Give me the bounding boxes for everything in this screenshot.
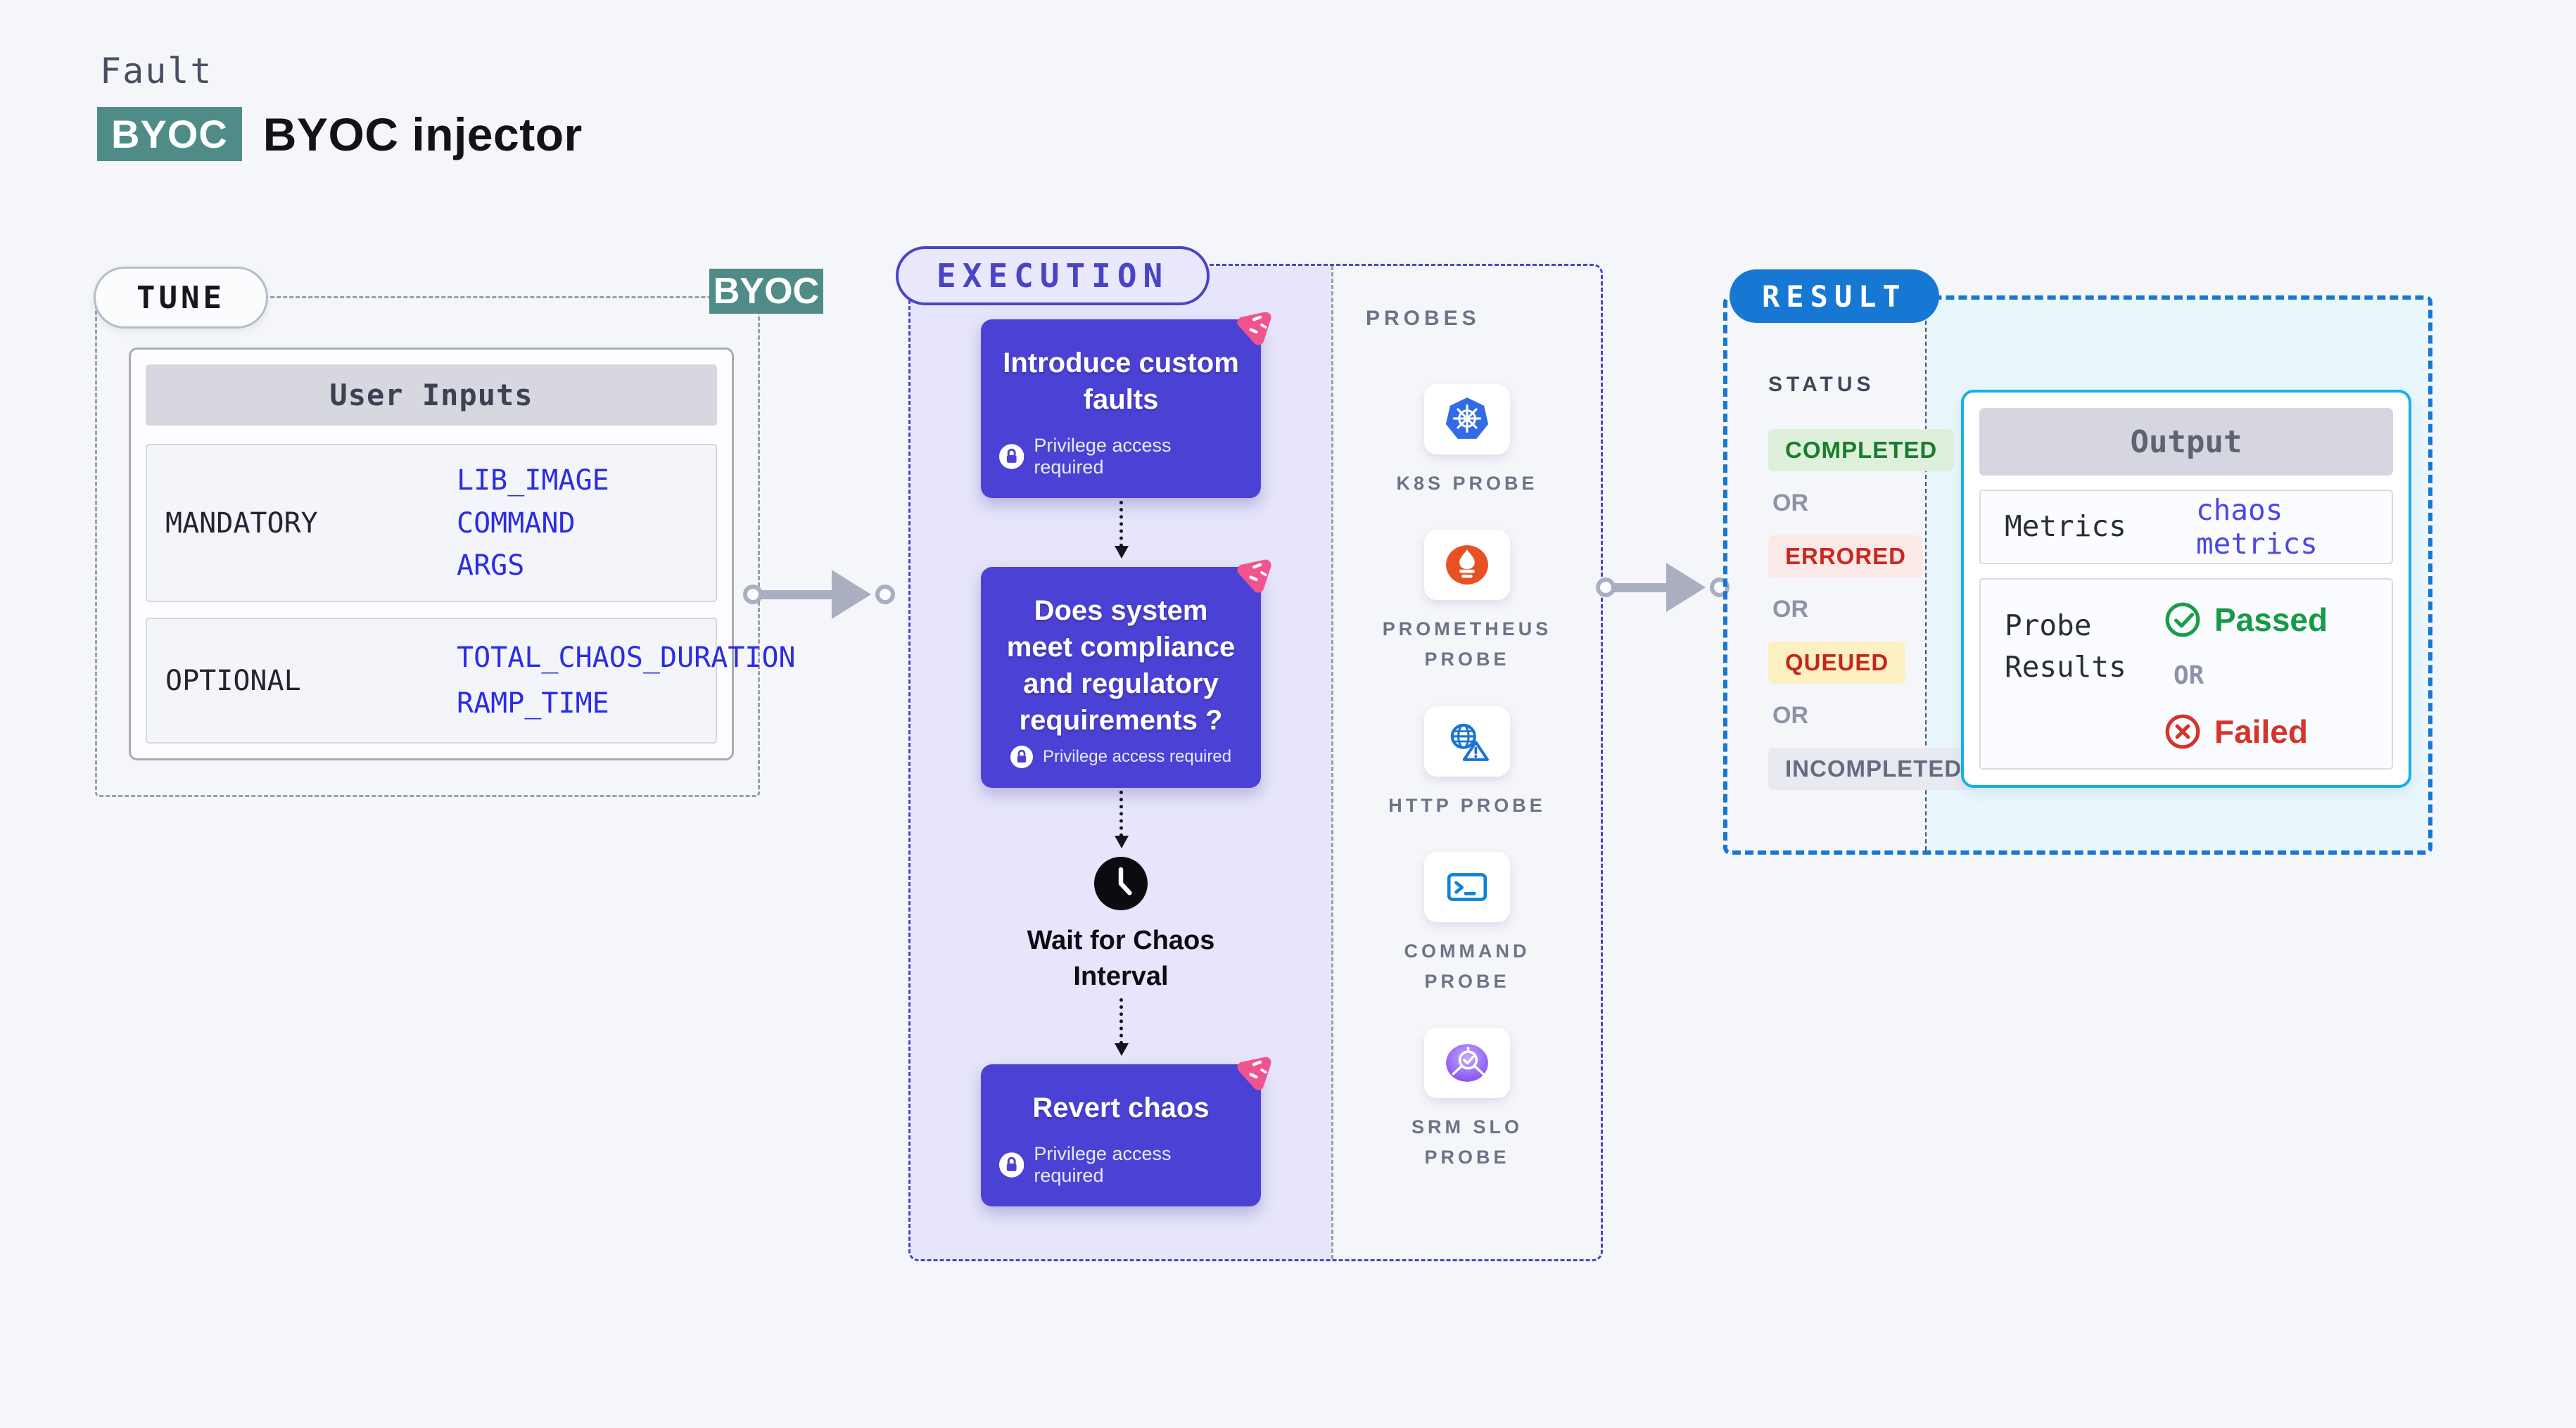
- privilege-note: Privilege access required: [1034, 1142, 1172, 1186]
- user-inputs-header: User Inputs: [146, 364, 717, 426]
- or-label: OR: [1772, 596, 1808, 623]
- probe-item-k8s: K8S PROBE: [1396, 384, 1537, 499]
- status-badge-incompleted: INCOMPLETED: [1768, 748, 1979, 790]
- mandatory-values: LIB_IMAGE COMMAND ARGS: [457, 445, 716, 601]
- privilege-note: Privilege access required: [1042, 747, 1232, 766]
- arrow-shaft: [761, 589, 834, 599]
- tune-corner-byoc-badge: BYOC: [709, 269, 823, 314]
- execution-pill: EXECUTION: [896, 246, 1210, 305]
- optional-values: TOTAL_CHAOS_DURATION RAMP_TIME: [457, 619, 796, 742]
- arrow-head-icon: [832, 570, 871, 619]
- step-card-compliance-check: Does system meet compliance and regulato…: [981, 559, 1271, 788]
- prometheus-icon: [1446, 545, 1488, 585]
- flow-arrow-execution-to-result: [1596, 563, 1730, 612]
- step-card-revert-chaos: Revert chaos Privilege access required: [981, 1057, 1271, 1206]
- check-circle-icon: [2165, 602, 2200, 637]
- probe-label: PROMETHEUS PROBE: [1382, 618, 1552, 670]
- wait-for-chaos-block: Wait for Chaos Interval: [1008, 857, 1233, 995]
- step-title: Revert chaos: [1032, 1092, 1210, 1123]
- probe-label: COMMAND PROBE: [1404, 940, 1530, 992]
- probe-results-values: Passed OR Failed: [2157, 580, 2328, 768]
- dotted-connector-arrow: [1114, 997, 1129, 1056]
- input-value-lib-image: LIB_IMAGE: [457, 464, 609, 497]
- probe-results-label: Probe Results: [2005, 608, 2126, 684]
- wait-label: Wait for Chaos Interval: [1027, 926, 1215, 992]
- probes-heading: PROBES: [1366, 307, 1480, 330]
- chaos-pink-icon: [1237, 559, 1271, 593]
- lock-icon: [999, 1152, 1024, 1178]
- execution-probes-divider: [1331, 266, 1333, 1259]
- arrow-head-icon: [1666, 563, 1706, 612]
- arrow-shaft: [1613, 582, 1668, 592]
- probe-results-row: Probe Results Passed OR: [1979, 578, 2393, 770]
- input-row-mandatory: MANDATORY LIB_IMAGE COMMAND ARGS: [146, 444, 717, 603]
- status-heading: STATUS: [1768, 373, 1875, 396]
- execution-probes-region: Introduce custom faults Privilege access…: [908, 264, 1603, 1261]
- arrow-start-ring: [743, 585, 763, 604]
- input-value-command: COMMAND: [457, 506, 576, 540]
- input-row-optional: OPTIONAL TOTAL_CHAOS_DURATION RAMP_TIME: [146, 618, 796, 744]
- tune-section-box: [95, 296, 760, 797]
- input-value-args: ARGS: [457, 549, 525, 582]
- input-value-total-chaos-duration: TOTAL_CHAOS_DURATION: [457, 641, 796, 674]
- optional-label: OPTIONAL: [165, 664, 301, 697]
- input-value-ramp-time: RAMP_TIME: [457, 687, 609, 720]
- status-badge-completed: COMPLETED: [1768, 429, 1955, 471]
- privilege-note: Privilege access required: [1034, 435, 1172, 478]
- result-region: STATUS COMPLETED OR ERRORED OR QUEUED OR…: [1723, 295, 2432, 855]
- metrics-row: Metrics chaos metrics: [1979, 490, 2393, 564]
- status-badge-queued: QUEUED: [1768, 642, 1906, 684]
- user-inputs-card: User Inputs MANDATORY LIB_IMAGE COMMAND …: [129, 348, 796, 760]
- metrics-label: Metrics: [2005, 509, 2126, 544]
- or-label: OR: [1772, 490, 1808, 516]
- step-title: Introduce custom faults: [1003, 348, 1239, 415]
- probe-label: SRM SLO PROBE: [1411, 1116, 1523, 1168]
- step-card-introduce-faults: Introduce custom faults Privilege access…: [981, 312, 1271, 498]
- clock-icon: [1094, 857, 1148, 910]
- flow-arrow-tune-to-execution: [743, 570, 895, 619]
- output-card: Output Metrics chaos metrics Probe Resul…: [1961, 390, 2411, 788]
- mandatory-label: MANDATORY: [165, 506, 318, 540]
- failed-label: Failed: [2214, 713, 2308, 750]
- lock-icon: [1010, 746, 1033, 768]
- lock-icon: [999, 444, 1024, 469]
- step-title: Does system meet compliance and regulato…: [1006, 595, 1236, 736]
- or-label: OR: [2174, 661, 2204, 690]
- terminal-icon: [1447, 872, 1487, 901]
- dotted-connector-arrow: [1114, 791, 1129, 848]
- or-label: OR: [1772, 702, 1808, 729]
- cross-circle-icon: [2165, 714, 2200, 749]
- metrics-value: chaos metrics: [2196, 493, 2318, 561]
- probe-item-http: HTTP PROBE: [1388, 706, 1546, 821]
- arrow-end-ring: [875, 585, 895, 604]
- result-pill: RESULT: [1730, 269, 1939, 323]
- tune-pill: TUNE: [94, 267, 268, 329]
- probe-label: HTTP PROBE: [1388, 794, 1546, 816]
- passed-label: Passed: [2214, 601, 2328, 638]
- probe-item-command: COMMAND PROBE: [1369, 851, 1566, 997]
- fault-category-label: Fault: [100, 51, 213, 91]
- verdict-passed: Passed: [2164, 601, 2328, 639]
- page-title: BYOC injector: [262, 108, 583, 160]
- probe-item-srm-slo: SRM SLO PROBE: [1369, 1028, 1566, 1173]
- byoc-badge: BYOC: [97, 107, 242, 161]
- probe-label: K8S PROBE: [1396, 473, 1538, 494]
- execution-lane: Introduce custom faults Privilege access…: [911, 266, 1331, 1259]
- probes-list: K8S PROBE PROMETHEUS PROBE: [1333, 384, 1601, 1204]
- dotted-connector-arrow: [1114, 501, 1129, 559]
- probes-panel: PROBES: [1333, 266, 1601, 1259]
- chaos-pink-icon: [1237, 1057, 1271, 1090]
- http-globe-icon: [1450, 723, 1489, 761]
- verdict-failed: Failed: [2164, 713, 2328, 751]
- arrow-start-ring: [1596, 578, 1616, 597]
- status-badge-errored: ERRORED: [1768, 535, 1924, 578]
- status-column: STATUS COMPLETED OR ERRORED OR QUEUED OR…: [1727, 300, 1979, 790]
- probe-item-prometheus: PROMETHEUS PROBE: [1369, 530, 1566, 675]
- srm-slo-icon: [1446, 1044, 1488, 1082]
- chaos-pink-icon: [1237, 312, 1271, 345]
- kubernetes-icon: [1445, 397, 1489, 439]
- page-title-row: BYOC BYOC injector: [97, 107, 583, 161]
- output-header: Output: [1979, 408, 2393, 476]
